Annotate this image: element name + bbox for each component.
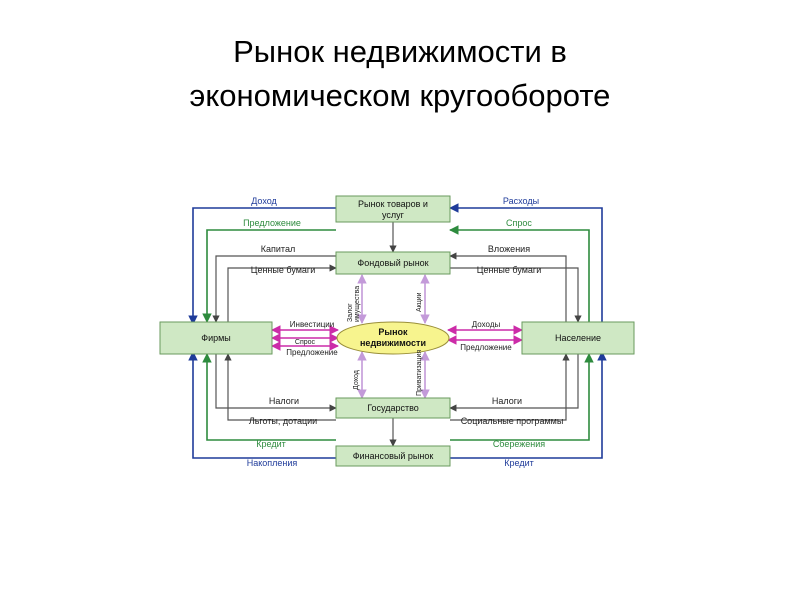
label-social-programs: Социальные программы	[461, 416, 564, 426]
label-savings: Сбережения	[493, 439, 545, 449]
label-expenses-top: Расходы	[503, 196, 539, 206]
firms-label: Фирмы	[201, 333, 231, 343]
label-taxes-right: Налоги	[492, 396, 522, 406]
label-securities-left: Ценные бумаги	[251, 265, 315, 275]
flow-labels: Доход Расходы Предложение Спрос Капитал …	[243, 196, 563, 468]
flow-income-top	[188, 207, 336, 325]
label-credit-right: Кредит	[504, 458, 533, 468]
label-capital: Капитал	[261, 244, 295, 254]
label-investments-center: Инвестиции	[290, 320, 334, 329]
stock-market-label: Фондовый рынок	[357, 258, 428, 268]
goods-market-label-2: услуг	[382, 210, 405, 220]
government-box	[335, 397, 451, 419]
flow-capital	[212, 255, 336, 323]
government-label: Государство	[367, 403, 419, 413]
magenta-flows	[271, 325, 523, 351]
flow-savings	[450, 353, 594, 441]
flow-securities-left	[227, 264, 337, 322]
financial-market-label: Финансовый рынок	[353, 451, 434, 461]
label-supply-top: Предложение	[243, 218, 301, 228]
label-collateral-1: Залог	[347, 303, 354, 322]
households-box	[521, 321, 635, 355]
label-benefits: Льготы, дотации	[249, 416, 317, 426]
label-collateral-2: имущества	[354, 286, 361, 322]
flow-accumulations	[188, 351, 336, 459]
gray-flows	[212, 222, 582, 447]
firms-box	[159, 321, 273, 355]
label-income-vertical: Доход	[353, 370, 360, 390]
real-estate-label-2: недвижимости	[360, 338, 426, 348]
label-incomes-center: Доходы	[472, 320, 501, 329]
label-credit-left: Кредит	[256, 439, 285, 449]
flow-credit-bottom	[450, 351, 607, 459]
flow-taxes-left	[215, 354, 337, 412]
label-securities-right: Ценные бумаги	[477, 265, 541, 275]
title-line-2: экономическом кругообороте	[189, 78, 611, 113]
flow-credit-left	[202, 353, 336, 441]
flow-investments-right	[449, 252, 567, 322]
households-label: Население	[555, 333, 601, 343]
label-supply-center-right: Предложение	[460, 343, 512, 352]
label-supply-center-left: Предложение	[286, 348, 338, 357]
title-line-1: Рынок недвижимости в	[233, 34, 567, 69]
real-estate-label-1: Рынок	[378, 327, 408, 337]
label-income-top: Доход	[251, 196, 277, 206]
label-accumulations: Накопления	[247, 458, 298, 468]
flow-demand-top	[449, 225, 590, 322]
label-demand-top: Спрос	[506, 218, 532, 228]
flow-expenses-top	[449, 203, 603, 324]
label-investments-right: Вложения	[488, 244, 530, 254]
stock-market-box	[335, 251, 451, 275]
flow-social	[450, 353, 570, 421]
label-privatization: Приватизация	[416, 350, 423, 396]
lilac-flows	[357, 274, 430, 399]
flow-taxes-right	[449, 354, 579, 412]
goods-market-label-1: Рынок товаров и	[358, 199, 428, 209]
goods-market-box	[335, 195, 451, 223]
page-title: Рынок недвижимости в экономическом круго…	[0, 30, 800, 118]
flow-supply-top	[202, 229, 336, 323]
label-demand-center: Спрос	[295, 339, 316, 346]
node-boxes: Рынок товаров и услуг Фондовый рынок Фир…	[159, 195, 635, 467]
flow-securities-right	[450, 267, 582, 323]
financial-market-box	[335, 445, 451, 467]
blue-flows	[188, 203, 607, 459]
real-estate-market-ellipse	[336, 321, 450, 355]
flow-benefits	[224, 353, 336, 421]
green-flows	[202, 225, 594, 441]
label-taxes-left: Налоги	[269, 396, 299, 406]
label-shares: Акции	[416, 292, 423, 312]
